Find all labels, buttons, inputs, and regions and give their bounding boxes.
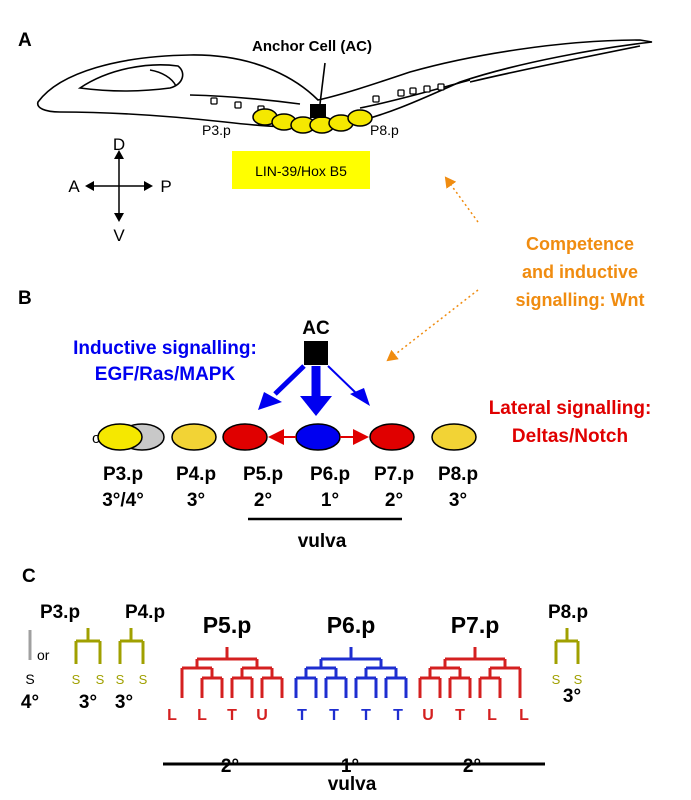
p8p-name-c: P8.p [548, 602, 588, 623]
or-label-c: or [37, 647, 50, 663]
p3p-leaf-2: S [96, 672, 105, 687]
ac-square [304, 341, 328, 365]
hox-box [232, 151, 370, 189]
p7p-name-c: P7.p [451, 612, 500, 638]
p4p-name-c: P4.p [125, 602, 165, 623]
ac-label: AC [302, 318, 330, 339]
p4p-leaf-1: S [116, 672, 125, 687]
inductive-arrows [258, 364, 370, 416]
p6p-name-b: P6.p [310, 464, 350, 485]
p5p-lineage [180, 647, 284, 698]
p7p-name-b: P7.p [374, 464, 414, 485]
p3p-fate-b: 3°/4° [102, 490, 144, 511]
p6p-cell [295, 423, 341, 451]
competence-line-2: and inductive [522, 262, 638, 282]
p8p-lineage [554, 628, 580, 664]
p7p-leaf-3: L [487, 707, 497, 724]
vulva-label-c: vulva [328, 774, 377, 795]
p3p-lineage [74, 628, 102, 664]
axis-posterior: P [160, 177, 171, 196]
p3p-name-b: P3.p [103, 464, 143, 485]
p5p-cell [222, 423, 268, 451]
p5p-name-c: P5.p [203, 612, 252, 638]
competence-line-3: signalling: Wnt [516, 290, 645, 310]
p6p-fate-c: 1° [341, 756, 359, 777]
p8p-name-b: P8.p [438, 464, 478, 485]
p8p-fate-c: 3° [563, 686, 581, 707]
cell-labels-b: P3.p 3°/4° P4.p 3° P5.p 2° P6.p 1° P7.p … [102, 464, 478, 511]
p7p-leaf-1: U [422, 707, 434, 724]
p5p-fate-b: 2° [254, 490, 272, 511]
p7p-leaf-2: T [455, 707, 465, 724]
p4p-fate-b: 3° [187, 490, 205, 511]
p8p-leaf-2: S [574, 672, 583, 687]
p4p-cell [171, 423, 217, 451]
p5p-leaf-1: L [167, 707, 177, 724]
p8p-cell [431, 423, 477, 451]
p3p-4deg-fate: 4° [21, 692, 39, 713]
anchor-cell-label: Anchor Cell (AC) [252, 38, 372, 55]
panel-b-letter: B [18, 288, 32, 309]
p8p-worm-label: P8.p [370, 122, 399, 138]
panel-c-letter: C [22, 566, 36, 587]
p5p-leaf-3: T [227, 707, 237, 724]
p4p-name-b: P4.p [176, 464, 216, 485]
p3p-4deg-s: S [25, 671, 34, 687]
p4p-fate-c: 3° [115, 692, 133, 713]
wnt-arrow-to-cells [386, 289, 479, 362]
worm-outline [36, 39, 653, 128]
p6p-lineage [294, 647, 408, 698]
axis-dorsal: D [113, 135, 125, 154]
p3p-worm-label: P3.p [202, 122, 231, 138]
vpc-cells-worm [252, 108, 373, 134]
axis-ventral: V [113, 226, 125, 245]
anchor-cell [310, 104, 326, 118]
p7p-leaf-4: L [519, 707, 529, 724]
p5p-name-b: P5.p [243, 464, 283, 485]
p3p-name-c: P3.p [40, 602, 80, 623]
hox-label: LIN-39/Hox B5 [255, 163, 347, 179]
p7p-fate-c: 2° [463, 756, 481, 777]
p5p-fate-c: 2° [221, 756, 239, 777]
p3p-fate-c: 3° [79, 692, 97, 713]
p7p-fate-b: 2° [385, 490, 403, 511]
p7p-cell [369, 423, 415, 451]
p6p-leaf-1: T [297, 707, 307, 724]
p6p-name-c: P6.p [327, 612, 376, 638]
p5p-leaf-4: U [256, 707, 268, 724]
p6p-leaf-3: T [361, 707, 371, 724]
p8p-leaf-1: S [552, 672, 561, 687]
inductive-line-1: Inductive signalling: [73, 338, 257, 359]
panel-a-letter: A [18, 30, 32, 51]
p6p-fate-b: 1° [321, 490, 339, 511]
lateral-line-2: Deltas/Notch [512, 426, 628, 447]
inductive-line-2: EGF/Ras/MAPK [95, 364, 236, 385]
anchor-cell-pointer [319, 62, 326, 105]
p8p-fate-b: 3° [449, 490, 467, 511]
p6p-leaf-2: T [329, 707, 339, 724]
axis-anterior: A [68, 177, 80, 196]
wnt-arrow-to-hox [444, 176, 479, 223]
p4p-leaf-2: S [139, 672, 148, 687]
p3p-cell-yellow [97, 423, 143, 451]
lateral-arrows [268, 429, 369, 445]
p4p-lineage [118, 628, 145, 664]
vulva-label-b: vulva [298, 531, 347, 552]
p6p-leaf-4: T [393, 707, 403, 724]
competence-line-1: Competence [526, 234, 634, 254]
p7p-lineage [418, 647, 522, 698]
p5p-leaf-2: L [197, 707, 207, 724]
lateral-line-1: Lateral signalling: [489, 398, 652, 419]
p3p-leaf-1: S [72, 672, 81, 687]
axis-compass [85, 150, 153, 222]
